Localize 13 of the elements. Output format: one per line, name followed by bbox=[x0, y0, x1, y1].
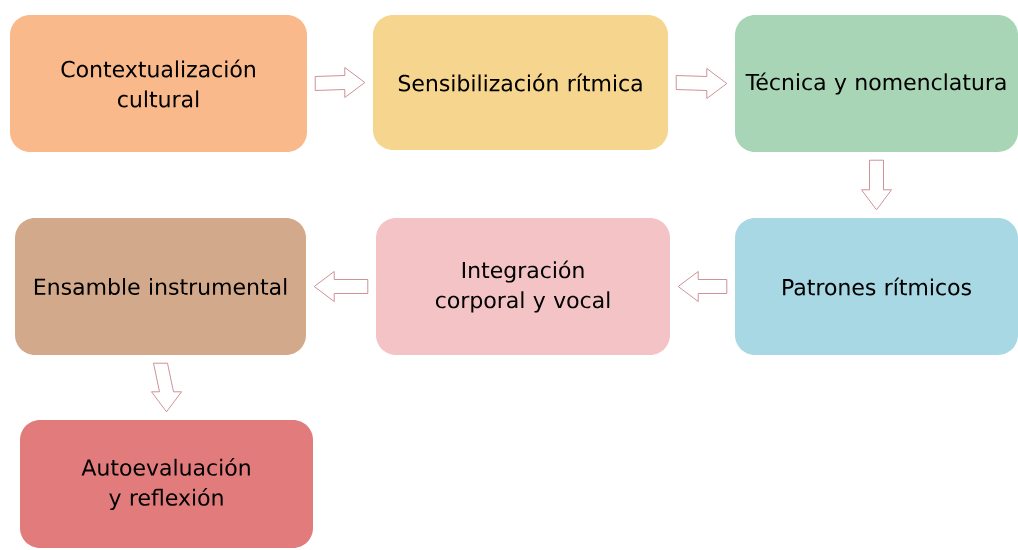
arrow bbox=[151, 362, 182, 413]
process-box: Contextualización cultural bbox=[10, 15, 307, 152]
process-box: Integración corporal y vocal bbox=[376, 218, 670, 355]
process-box: Autoevaluación y reflexión bbox=[20, 420, 313, 548]
arrow bbox=[675, 68, 728, 99]
process-box: Ensamble instrumental bbox=[15, 218, 306, 355]
arrow bbox=[861, 159, 892, 211]
process-box: Patrones rítmicos bbox=[735, 218, 1018, 355]
arrow bbox=[677, 271, 728, 302]
process-box: Técnica y nomenclatura bbox=[735, 15, 1018, 152]
arrow bbox=[313, 271, 369, 302]
arrow bbox=[314, 67, 366, 98]
process-box: Sensibilización rítmica bbox=[373, 15, 668, 150]
